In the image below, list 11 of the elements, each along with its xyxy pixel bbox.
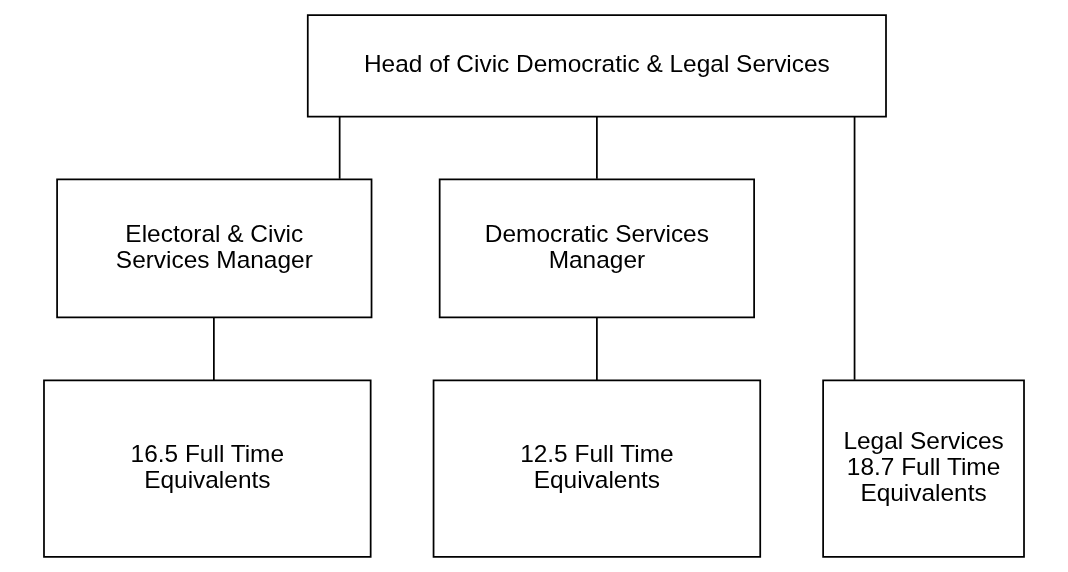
node-box: Head of Civic Democratic & Legal Services (306, 14, 887, 118)
node-box: Democratic Services Manager (438, 178, 755, 319)
connector (213, 316, 215, 382)
node-box: 12.5 Full Time Equivalents (432, 379, 762, 558)
node-box: 16.5 Full Time Equivalents (43, 379, 372, 558)
connector (338, 115, 341, 180)
connector (596, 316, 598, 382)
connector (596, 115, 598, 180)
node-box: Legal Services 18.7 Full Time Equivalents (822, 379, 1025, 558)
connector (853, 116, 856, 381)
node-box: Electoral & Civic Services Manager (56, 178, 373, 319)
